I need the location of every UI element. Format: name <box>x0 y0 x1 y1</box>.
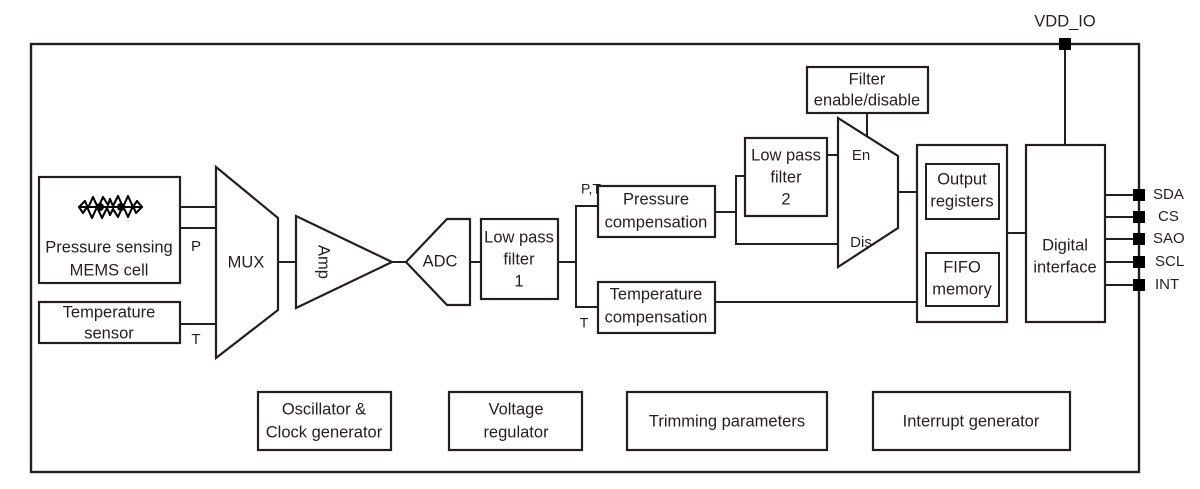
fifo-memory-label-line2: memory <box>932 280 992 298</box>
pin-label-cs: CS <box>1158 208 1179 225</box>
temperature-sensor-box <box>37 300 182 345</box>
filter-mux-en-label: En <box>852 147 870 164</box>
lpf1-label-line3: 1 <box>514 272 523 290</box>
interrupt-generator-label: Interrupt generator <box>903 412 1040 430</box>
pin-pad-scl <box>1133 256 1145 268</box>
pin-pad-int <box>1133 279 1145 291</box>
trimming-parameters-box <box>625 390 829 452</box>
fifo-memory-label-line1: FIFO <box>943 258 981 276</box>
digital-interface-box <box>1024 143 1107 324</box>
digital-interface-label-line1: Digital <box>1042 236 1088 254</box>
temperature-sensor-label-line1: Temperature <box>63 303 156 321</box>
vdd-io-pin <box>1059 38 1071 50</box>
mux-label: MUX <box>228 253 265 271</box>
low-pass-filter-1-box <box>479 217 560 301</box>
filter-ctrl-label-line2: enable/disable <box>814 91 920 109</box>
oscillator-label-line2: Clock generator <box>266 423 383 441</box>
lpf2-label-line1: Low pass <box>751 146 821 164</box>
pin-pad-sao <box>1133 233 1145 245</box>
voltage-regulator-label-line1: Voltage <box>488 400 543 418</box>
temperature-compensation-box <box>596 280 717 335</box>
digital-interface-label-line2: interface <box>1033 258 1096 276</box>
pin-pad-sda <box>1133 189 1145 201</box>
pin-label-int: INT <box>1155 276 1179 293</box>
lpf2-label-line3: 2 <box>781 190 790 208</box>
signal-t-label: T <box>191 331 200 348</box>
lpf1-label-line1: Low pass <box>484 228 554 246</box>
amp-shape <box>294 214 395 310</box>
vdd-io-label: VDD_IO <box>1034 12 1096 30</box>
temp-comp-label-line1: Temperature <box>610 285 703 303</box>
split-pt-label: P,T <box>581 181 601 197</box>
low-pass-filter-2-box <box>743 136 829 218</box>
mems-cell-label-line1: Pressure sensing <box>45 238 172 256</box>
temp-comp-label-line2: compensation <box>605 308 708 326</box>
filter-mux-shape <box>836 116 900 270</box>
mux-shape <box>214 164 280 361</box>
signal-p-label: P <box>191 238 201 255</box>
output-registers-box <box>925 163 1000 220</box>
wheatstone-bridge-icon <box>77 194 144 220</box>
mems-cell-box <box>37 175 182 285</box>
pin-label-scl: SCL <box>1155 253 1184 270</box>
voltage-regulator-box <box>447 390 584 452</box>
mems-cell-label-line2: MEMS cell <box>70 261 149 279</box>
oscillator-clock-generator-box <box>256 390 393 452</box>
io-pins-group: SDA CS SAO SCL INT <box>1104 186 1185 293</box>
lpf1-label-line2: filter <box>503 250 535 268</box>
trimming-parameters-label: Trimming parameters <box>649 412 805 430</box>
oscillator-label-line1: Oscillator & <box>282 400 366 418</box>
output-registers-label-line1: Output <box>937 170 987 188</box>
pin-label-sao: SAO <box>1153 230 1185 247</box>
temperature-sensor-label-line2: sensor <box>84 324 134 342</box>
voltage-regulator-label-line2: regulator <box>483 423 549 441</box>
pin-label-sda: SDA <box>1153 186 1184 203</box>
output-registers-label-line2: registers <box>930 192 993 210</box>
fifo-memory-box <box>925 252 1000 307</box>
filter-ctrl-label-line1: Filter <box>849 70 886 88</box>
pressure-comp-label-line2: compensation <box>605 213 708 231</box>
lpf2-label-line2: filter <box>770 168 802 186</box>
filter-mux-dis-label: Dis <box>850 234 872 251</box>
amp-label: Amp <box>315 245 333 279</box>
pin-pad-cs <box>1133 211 1145 223</box>
adc-label: ADC <box>423 252 458 270</box>
pressure-comp-label-line1: Pressure <box>623 190 689 208</box>
split-t-label: T <box>580 315 589 331</box>
interrupt-generator-box <box>871 390 1072 452</box>
